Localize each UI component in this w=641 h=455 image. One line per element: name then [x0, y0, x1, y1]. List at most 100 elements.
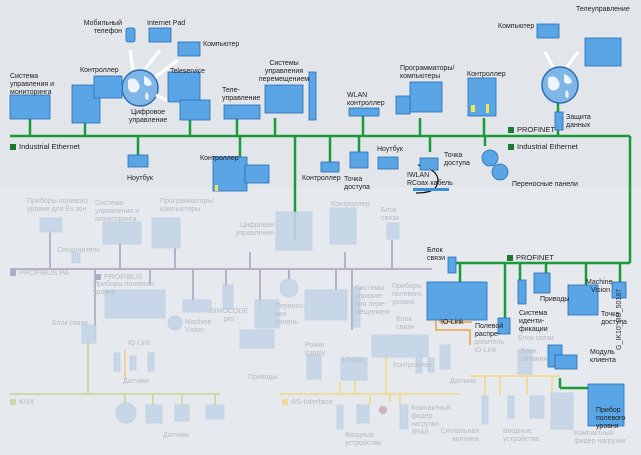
- f-signal-column: [481, 395, 489, 425]
- f-sensor-c: [113, 352, 121, 372]
- label-id-system: Система иденти- фикации: [519, 310, 548, 333]
- label-mobile-phone: Мобильный телефон: [83, 20, 122, 35]
- mobile-panel-2: [491, 163, 509, 181]
- f-compact-starter-2: [550, 392, 574, 430]
- mobile-phone-icon: [125, 27, 136, 43]
- label-f-sensors-3: Датчики: [163, 432, 190, 439]
- label-f-power-supply: Power supply: [305, 342, 326, 357]
- f-machine-vision-camera: [167, 315, 183, 331]
- label-f-connector: Соединитель: [57, 247, 100, 254]
- legend-industrial-ethernet-1: Industrial Ethernet: [10, 143, 80, 151]
- f-field-devices-rack: [104, 289, 166, 319]
- f-field-device-ex: [39, 217, 63, 233]
- f-mobile-panel: [279, 278, 299, 298]
- legend-profibus-pa: PROFIBUS PA: [10, 269, 69, 277]
- f-asi-io-3: [507, 395, 515, 419]
- label-f-io-devices-1: Вводные устройства: [345, 432, 382, 447]
- legend-swatch: [282, 399, 288, 405]
- controller-small: [320, 161, 340, 173]
- f-distributor-iolink: [439, 344, 451, 370]
- f-link-module: [81, 324, 97, 344]
- label-io-link: IO-Link: [441, 319, 464, 326]
- legend-label: Industrial Ethernet: [19, 142, 80, 151]
- knx-bus: [10, 340, 220, 405]
- legend-as-interface: AS-Interface: [282, 398, 333, 406]
- label-telecontrol-1: Теле- управление: [222, 87, 261, 102]
- f-link-module-2: [386, 222, 400, 240]
- legend-swatch: [95, 274, 101, 280]
- f-logo: [340, 357, 368, 381]
- digital-control-panel: [179, 99, 211, 121]
- label-controller-mid: Контроллер: [200, 155, 239, 162]
- hmi-panel-monitoring: [9, 94, 51, 120]
- notebook-icon-2: [377, 156, 399, 170]
- f-monitoring-panel: [102, 221, 142, 245]
- label-link-module-1: Блок связи: [427, 247, 446, 262]
- legend-label: KNX: [19, 397, 35, 406]
- label-controller-right: Контроллер: [467, 71, 506, 78]
- label-f-compact-starter-2: Компактный фидер нагрузки: [574, 430, 626, 445]
- label-teleservice: Teleservice: [170, 68, 206, 75]
- legend-swatch: [507, 255, 513, 261]
- label-mobile-panels: Переносные панели: [512, 181, 578, 188]
- f-drives-1: [254, 299, 280, 329]
- f-asi-io-1: [336, 404, 344, 430]
- computer-icon-1: [177, 41, 201, 57]
- label-client-module: Модуль клиента: [590, 349, 616, 364]
- globe-icon-right: [541, 66, 579, 104]
- teleservice-panel: [167, 71, 201, 103]
- label-field-distributor: Полевой распре-: [475, 323, 504, 338]
- label-f-field-devices-ex: Приборы полевого уровня для Ex зон: [27, 198, 88, 213]
- f-asi-io-4: [529, 395, 545, 419]
- computer-icon-2: [536, 23, 560, 39]
- f-digital-control: [275, 211, 313, 251]
- legend-label: PROFINET: [517, 125, 555, 134]
- f-controller-2: [371, 334, 429, 358]
- label-f-link-module-2: Блок связи: [396, 316, 415, 331]
- label-internet-pad: Internet Pad: [147, 20, 186, 27]
- label-machine-vision-right: Machine Vision: [586, 279, 613, 294]
- label-f-field-devices: Приборы полевого уровня: [93, 281, 154, 296]
- label-f-motion: Системы управле- ния пере- мещением: [355, 285, 390, 316]
- access-point-3: [567, 284, 599, 316]
- legend-swatch: [508, 127, 514, 133]
- label-wlan-controller: WLAN контроллер: [347, 92, 385, 107]
- link-module-right: [447, 256, 457, 274]
- label-f-link-module-4: Блок связи: [518, 335, 554, 342]
- f-sensor-b: [427, 357, 435, 373]
- security-module: [554, 111, 564, 131]
- f-knx-sensor-4: [205, 404, 225, 420]
- legend-label: PROFINET: [516, 253, 554, 262]
- motion-control-panel: [264, 84, 304, 114]
- label-computer-1: Компьютер: [203, 41, 240, 48]
- label-computer-2: Компьютер: [498, 23, 535, 30]
- legend-profinet-1: PROFINET: [508, 126, 555, 134]
- label-f-logo: LOGO!: [342, 357, 365, 364]
- label-notebook-2: Ноутбук: [377, 146, 403, 153]
- label-drives-right: Приводы: [540, 296, 570, 303]
- f-machine-vision-unit: [182, 299, 212, 313]
- f-programmer: [151, 217, 181, 249]
- controller-mid: [212, 156, 248, 192]
- label-f-controller: Контроллер: [331, 201, 370, 208]
- label-f-compact-starter-1: Компактный фидер нагрузки 3RA6: [411, 405, 451, 436]
- legend-label: AS-Interface: [291, 397, 333, 406]
- label-motion-control: Системы управления перемещением: [258, 60, 310, 83]
- f-connector: [71, 252, 81, 264]
- f-sensor-d: [129, 355, 137, 371]
- legend-swatch: [10, 144, 16, 150]
- label-controller-small: Контроллер: [302, 175, 341, 182]
- label-f-digital-control: Цифровое управление: [235, 222, 274, 237]
- telecontrol-rack-right: [584, 37, 622, 67]
- rcoax-antenna: [413, 188, 449, 191]
- label-f-io-link: IO-Link: [128, 340, 151, 347]
- label-f-distributor-iolink: делитель IO-Link: [474, 339, 505, 354]
- globe-icon-left: [121, 69, 159, 107]
- label-field-device-right: Прибор полевого уровня: [596, 407, 626, 430]
- controller-hmi-top: [93, 75, 123, 99]
- label-access-point-2: Точка доступа: [444, 152, 470, 167]
- legend-label: Industrial Ethernet: [517, 142, 578, 151]
- legend-swatch: [10, 399, 16, 405]
- field-devices-rack: [426, 281, 488, 321]
- label-f-sensors-1: Датчики: [123, 378, 150, 385]
